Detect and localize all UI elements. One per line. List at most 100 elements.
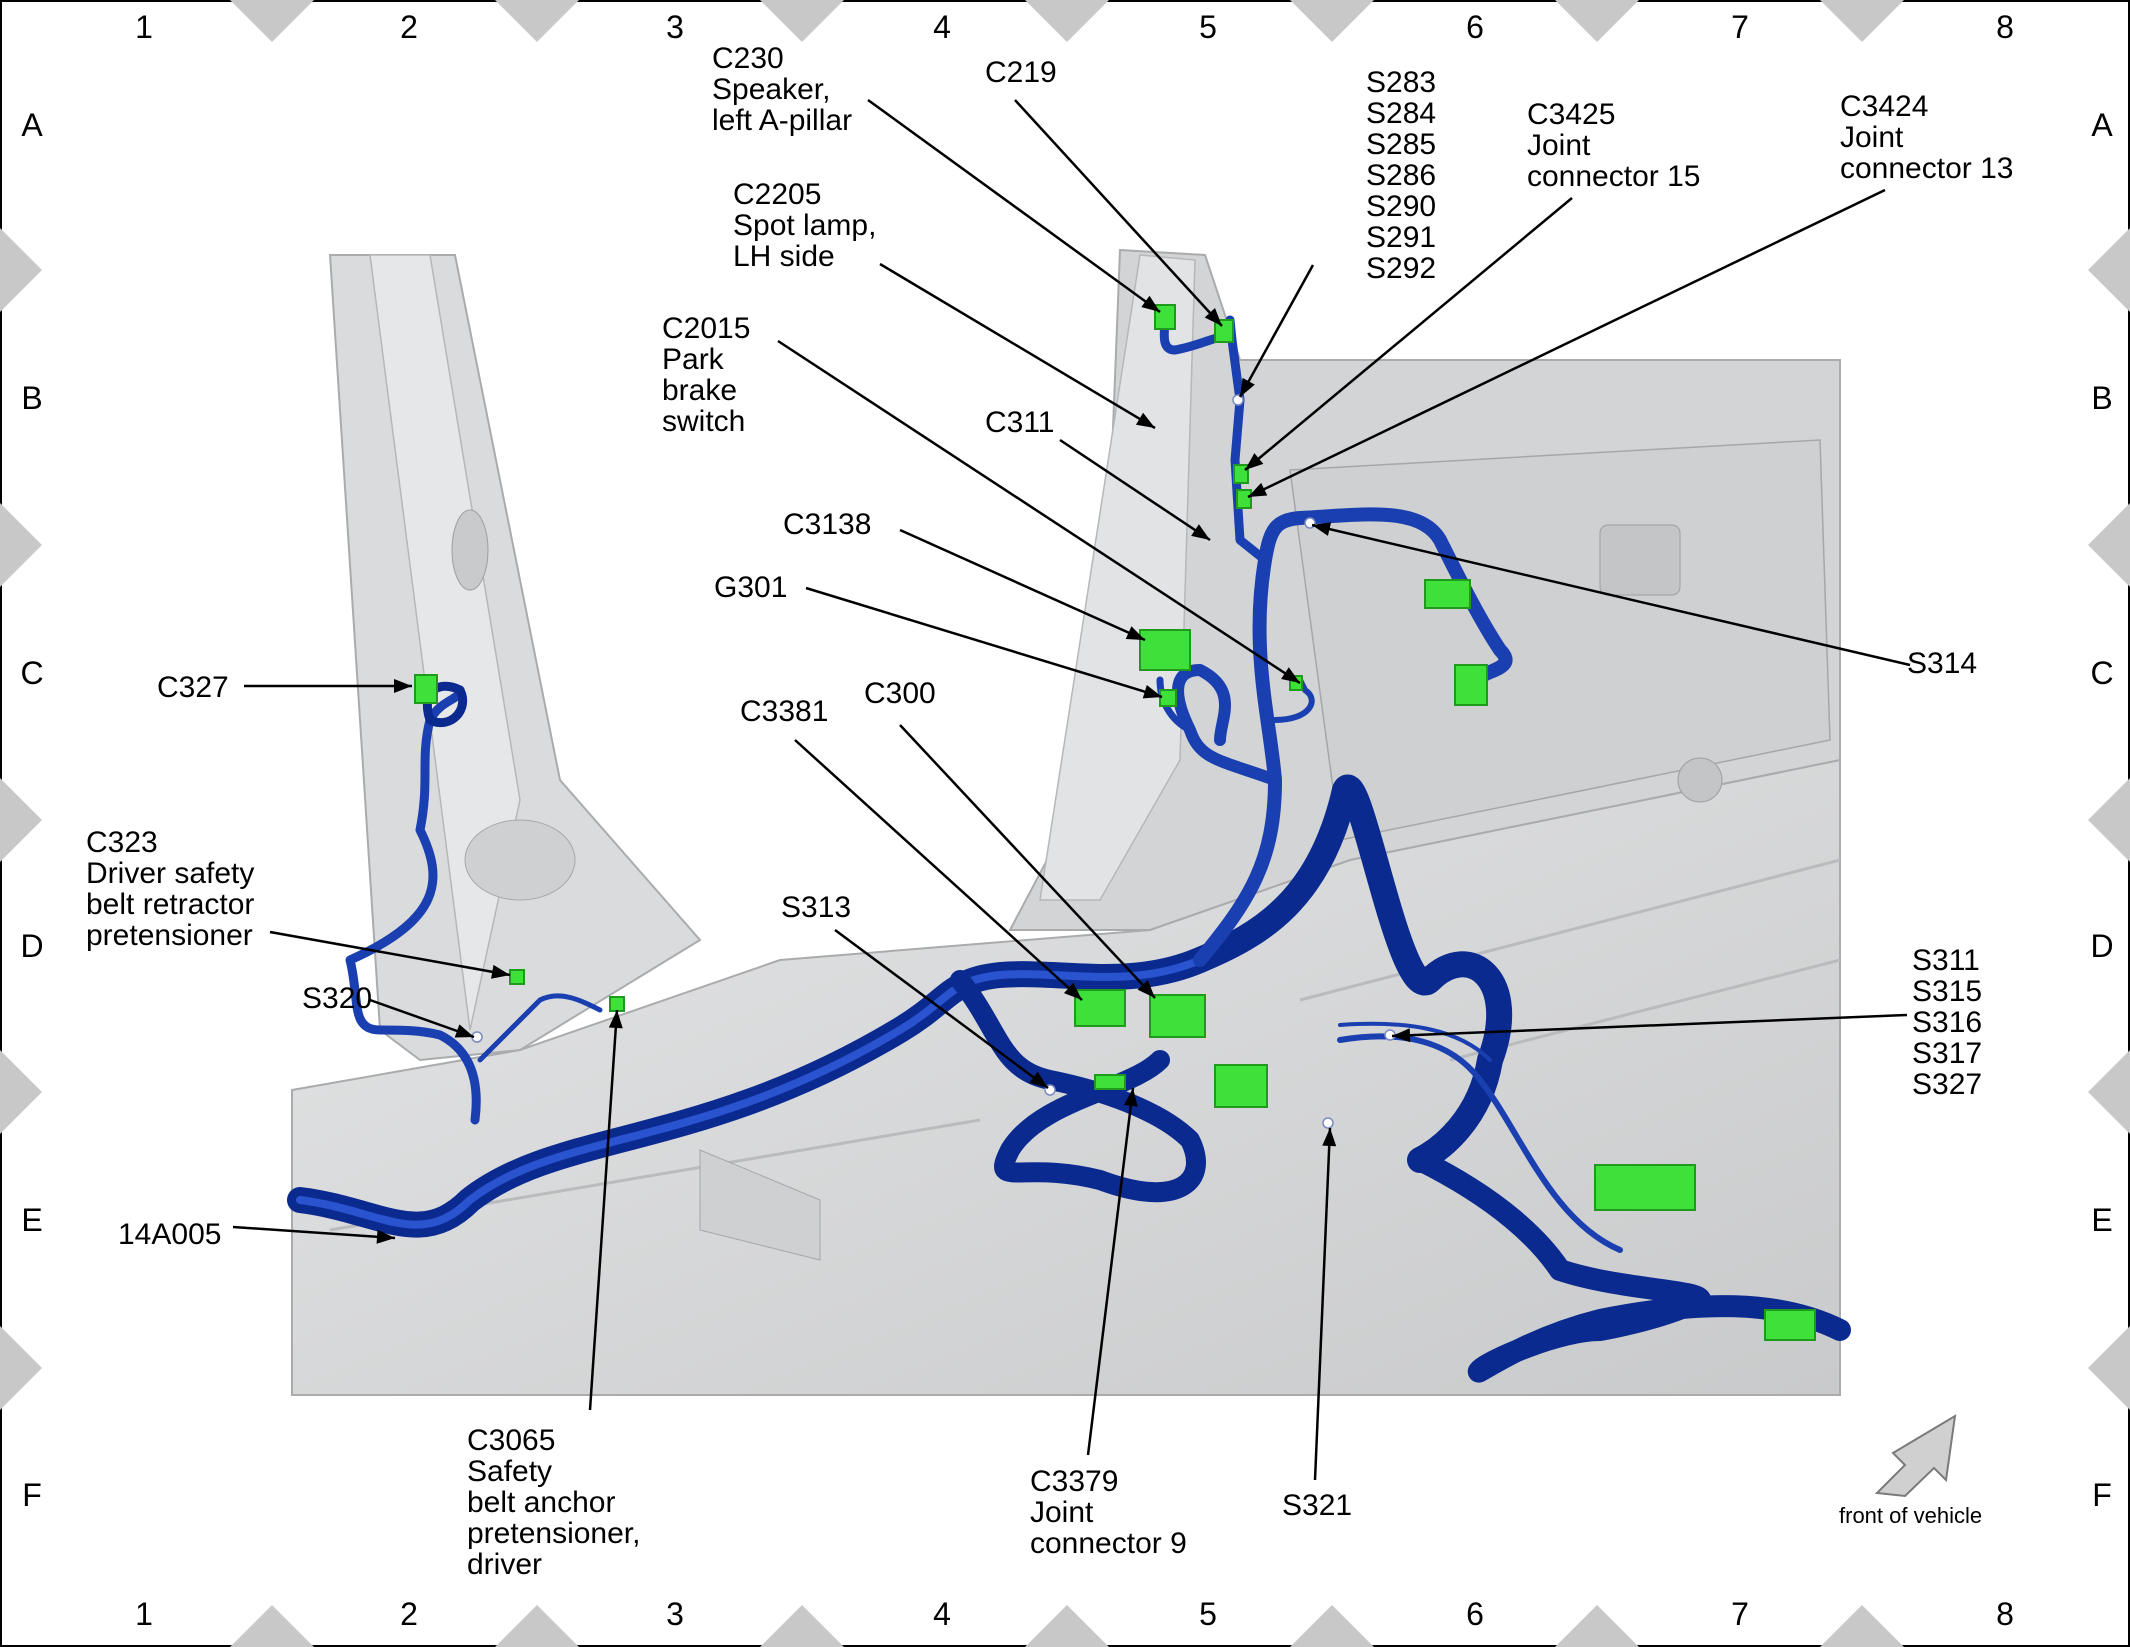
frame-marker: [1025, 1605, 1109, 1647]
grid-column-label: 8: [1996, 9, 2014, 45]
callout-c311: C311: [985, 406, 1055, 439]
callout-s320: S320: [302, 982, 372, 1015]
callout-g301: G301: [714, 571, 787, 604]
front-of-vehicle-label: front of vehicle: [1839, 1503, 1982, 1528]
grid-column-label: 6: [1466, 9, 1484, 45]
leader-line: [1247, 188, 1886, 499]
vehicle-body-illustration: [291, 248, 1841, 1396]
callout-line: S316: [1912, 1006, 1982, 1039]
leader-line: [1086, 1087, 1135, 1456]
frame-marker: [760, 0, 844, 42]
connector-c300: [1149, 994, 1206, 1038]
callout-line: C219: [985, 56, 1057, 89]
leader-arrowhead: [1029, 1071, 1048, 1088]
callout-line: S315: [1912, 975, 1982, 1008]
connector-c3138: [1139, 629, 1191, 671]
callout-line: C2015: [662, 312, 750, 345]
grid-column-label: 7: [1731, 1596, 1749, 1632]
callout-line: C3379: [1030, 1465, 1118, 1498]
front-of-vehicle-indicator: front of vehicle: [1839, 1414, 1982, 1528]
connector-firewall-a: [1424, 579, 1471, 609]
frame-marker: [2088, 1326, 2130, 1410]
callout-line: S327: [1912, 1068, 1982, 1101]
connector-c3424: [1236, 489, 1252, 509]
leader-arrowhead: [1204, 307, 1222, 326]
grid-row-label: F: [22, 1477, 42, 1513]
callout-line: C300: [864, 677, 936, 710]
callout-line: Spot lamp,: [733, 209, 876, 242]
grid-column-label: 1: [135, 9, 153, 45]
grid-row-label: A: [2091, 107, 2113, 143]
leader-arrowhead: [1191, 524, 1210, 540]
grid-column-label: 2: [400, 1596, 418, 1632]
callout-line: S286: [1366, 159, 1436, 192]
frame-marker: [1025, 0, 1109, 42]
leader-arrowhead: [1248, 482, 1268, 497]
callout-line: S321: [1282, 1489, 1352, 1522]
leader-line: [1014, 99, 1223, 327]
grid-column-label: 5: [1199, 1596, 1217, 1632]
leader-line: [879, 262, 1156, 430]
leader-line: [1059, 438, 1211, 542]
callout-line: C3424: [1840, 90, 1928, 123]
connector-c3425: [1233, 464, 1249, 484]
grid-column-label: 4: [933, 1596, 951, 1632]
callout-line: Driver safety: [86, 857, 254, 890]
callout-line: S314: [1907, 647, 1977, 680]
callout-line: Joint: [1030, 1496, 1094, 1529]
leader-arrowhead: [491, 964, 510, 979]
leader-line: [1244, 197, 1573, 471]
connectors: [414, 304, 1816, 1341]
leader-arrowhead: [1063, 982, 1082, 1000]
grid-column-label: 5: [1199, 9, 1217, 45]
grid-row-label: C: [20, 655, 43, 691]
grid-column-label: 6: [1466, 1596, 1484, 1632]
callout-c300: C300: [864, 677, 936, 710]
grid-row-label: D: [20, 928, 43, 964]
connector-c3381: [1074, 989, 1126, 1027]
leader-line: [1313, 1127, 1332, 1481]
callout-line: S283: [1366, 66, 1436, 99]
grid-row-label: E: [2091, 1202, 2112, 1238]
grid-row-label: A: [21, 107, 43, 143]
callout-line: C230: [712, 42, 784, 75]
callout-s313: S313: [781, 891, 851, 924]
grid-column-label: 1: [135, 1596, 153, 1632]
leader-line: [269, 930, 511, 977]
connector-g301: [1159, 689, 1177, 707]
connector-c311-floor: [1214, 1064, 1268, 1108]
frame-marker: [0, 778, 42, 862]
connector-c3065: [609, 996, 625, 1012]
grid-column-label: 2: [400, 9, 418, 45]
callout-line: S320: [302, 982, 372, 1015]
arrow-up-right-icon: [1874, 1414, 1957, 1498]
frame-marker: [2088, 778, 2130, 862]
leader-arrowheads: [376, 295, 1411, 1244]
callout-c327: C327: [157, 671, 229, 704]
leader-arrowhead: [1281, 667, 1300, 683]
leader-lines: [232, 98, 1911, 1481]
grid-column-label: 7: [1731, 9, 1749, 45]
frame-marker: [1290, 1605, 1374, 1647]
leader-arrowhead: [1312, 522, 1332, 536]
leader-line: [899, 724, 1156, 999]
callout-s314: S314: [1907, 647, 1977, 680]
frame-marker: [495, 0, 579, 42]
callout-line: S284: [1366, 97, 1436, 130]
callout-a14a005: 14A005: [118, 1218, 221, 1251]
callout-line: belt retractor: [86, 888, 254, 921]
callout-line: pretensioner,: [467, 1517, 640, 1550]
connector-c323: [509, 969, 525, 985]
grid-column-label: 3: [666, 9, 684, 45]
frame-marker: [760, 1605, 844, 1647]
leader-line: [1311, 523, 1911, 667]
frame-marker: [1555, 1605, 1639, 1647]
callout-line: 14A005: [118, 1218, 221, 1251]
